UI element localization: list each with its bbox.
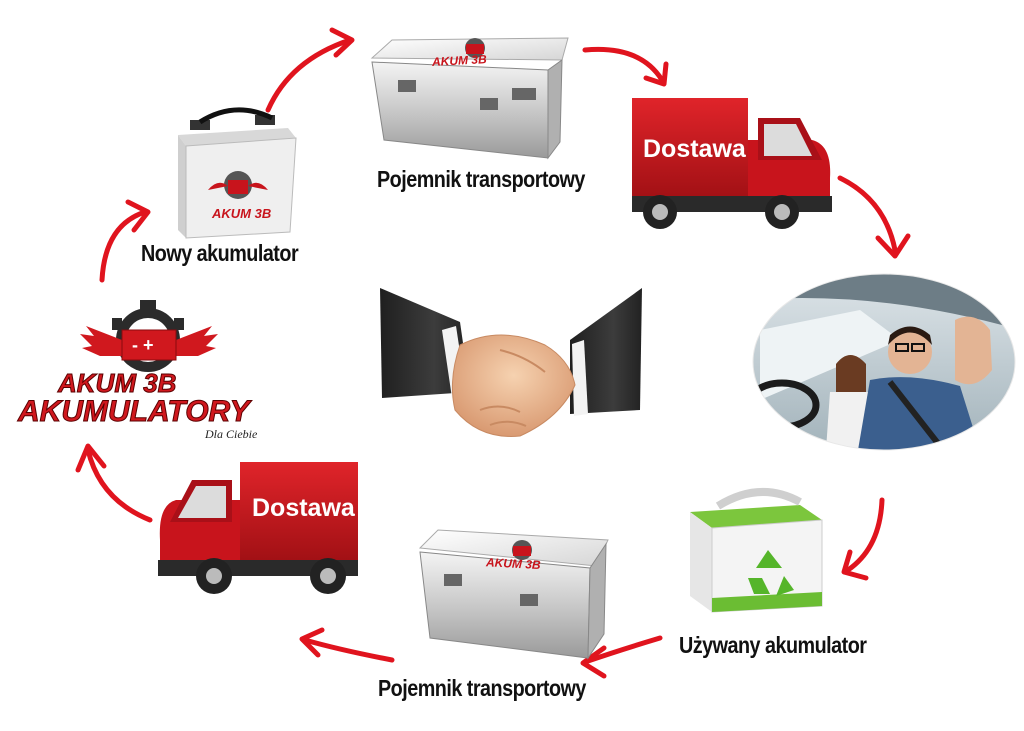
truck-top-wheel-front-icon xyxy=(765,195,799,229)
truck-bottom-wheel-rear-icon xyxy=(310,558,346,594)
arrow-truck-to-logo xyxy=(75,443,153,523)
recycle-icon xyxy=(748,550,794,596)
arrow-customer-to-used xyxy=(841,497,885,581)
new-battery-label: Nowy akumulator xyxy=(141,240,299,266)
handshake-icon xyxy=(380,288,642,437)
container-logo-icon xyxy=(465,38,485,58)
container-top-label: Pojemnik transportowy xyxy=(377,166,585,192)
arrow-used-to-container xyxy=(580,635,663,679)
wings-icon xyxy=(80,326,218,356)
new-battery-brand: AKUM 3B xyxy=(211,206,271,221)
used-battery-image xyxy=(690,488,823,613)
arrow-logo-to-battery xyxy=(99,199,151,283)
happy-driver-photo xyxy=(753,274,1015,450)
arrow-truck-to-customer xyxy=(837,175,911,259)
truck-bottom-wheel-front-icon xyxy=(196,558,232,594)
logo-line2: AKUMULATORY xyxy=(17,395,253,428)
arrow-container-to-truck xyxy=(582,46,669,87)
cycle-arrows xyxy=(75,27,911,679)
logo-line1: AKUM 3B xyxy=(57,368,176,398)
truck-bottom-label: Dostawa xyxy=(252,494,356,522)
truck-top-label: Dostawa xyxy=(643,135,747,163)
container-bottom-logo-icon xyxy=(512,540,532,560)
transport-container-top-image xyxy=(370,37,569,160)
transport-container-bottom-image xyxy=(418,529,609,660)
arrow-battery-to-container xyxy=(265,27,355,113)
delivery-truck-bottom-image xyxy=(158,462,358,594)
battery-logo-icon xyxy=(208,171,268,199)
battery-icon xyxy=(121,329,177,361)
arrow-container-to-truck-bottom xyxy=(299,627,395,663)
battery-symbols: - + xyxy=(132,335,154,355)
truck-top-wheel-rear-icon xyxy=(643,195,677,229)
new-battery-image xyxy=(178,107,297,239)
akum-3b-logo: - + xyxy=(80,300,218,372)
used-battery-label: Używany akumulator xyxy=(679,632,867,658)
logo-tagline: Dla Ciebie xyxy=(204,427,258,441)
container-bottom-label: Pojemnik transportowy xyxy=(378,675,586,701)
container-top-brand: AKUM 3B xyxy=(431,52,488,69)
container-bottom-brand: AKUM 3B xyxy=(485,555,542,572)
delivery-truck-top-image xyxy=(632,98,832,229)
